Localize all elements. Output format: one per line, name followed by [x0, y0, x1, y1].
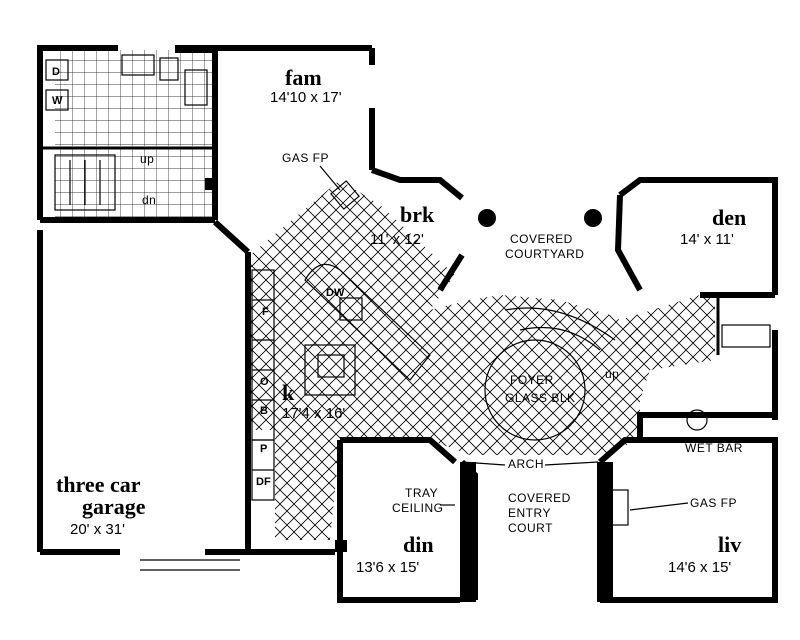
- liv-dims: 14'6 x 15': [668, 559, 731, 576]
- glass-blk-label: GLASS BLK: [505, 391, 576, 405]
- kitchen-dims: 17'4 x 16': [282, 405, 345, 422]
- garage-name-2: garage: [82, 494, 146, 519]
- foyer-label: FOYER: [510, 373, 554, 387]
- interior-lines: [45, 54, 771, 571]
- up-stair-label: up: [140, 152, 154, 166]
- dw-label: DW: [326, 287, 345, 299]
- entry-label-1: COVERED: [508, 491, 571, 505]
- tray-label-2: CEILING: [392, 501, 444, 515]
- up-foyer-label: up: [605, 367, 619, 381]
- o-label: O: [260, 376, 269, 388]
- df-label: DF: [256, 476, 271, 488]
- wet-bar-label: WET BAR: [685, 441, 743, 455]
- w-label: W: [52, 95, 63, 107]
- fam-name: fam: [285, 65, 322, 90]
- gas-fp-liv-label: GAS FP: [690, 496, 737, 510]
- garage-name-1: three car: [56, 472, 141, 497]
- kitchen-floor: [250, 180, 455, 540]
- garage-dims: 20' x 31': [70, 521, 125, 538]
- leader-lines: [319, 165, 689, 511]
- courtyard-label-1: COVERED: [510, 232, 573, 246]
- tray-label-1: TRAY: [405, 486, 438, 500]
- den-dims: 14' x 11': [680, 231, 734, 248]
- laundry-bath-area: [55, 50, 213, 220]
- entry-label-2: ENTRY: [508, 506, 551, 520]
- foyer-floor: [430, 295, 715, 455]
- courtyard-label-2: COURTYARD: [505, 247, 584, 261]
- gas-fp-fam-label: GAS FP: [282, 151, 329, 165]
- room-labels: fam 14'10 x 17' brk 11' x 12' den 14' x …: [56, 65, 746, 576]
- dn-stair-label: dn: [142, 193, 156, 207]
- f-label: F: [262, 306, 269, 318]
- kitchen-name: k: [282, 380, 295, 405]
- brk-name: brk: [400, 202, 435, 227]
- din-name: din: [403, 532, 434, 557]
- d-label: D: [52, 66, 60, 78]
- liv-name: liv: [718, 532, 741, 557]
- din-dims: 13'6 x 15': [356, 559, 419, 576]
- brk-dims: 11' x 12': [370, 231, 424, 248]
- arch-label: ARCH: [508, 457, 544, 471]
- feature-labels: GAS FP COVERED COURTYARD FOYER GLASS BLK…: [52, 66, 743, 535]
- entry-label-3: COURT: [508, 521, 553, 535]
- fam-dims: 14'10 x 17': [270, 89, 342, 106]
- den-name: den: [712, 205, 746, 230]
- p-label: P: [260, 443, 267, 455]
- b-label: B: [260, 405, 268, 417]
- wall-blocks: [175, 45, 613, 602]
